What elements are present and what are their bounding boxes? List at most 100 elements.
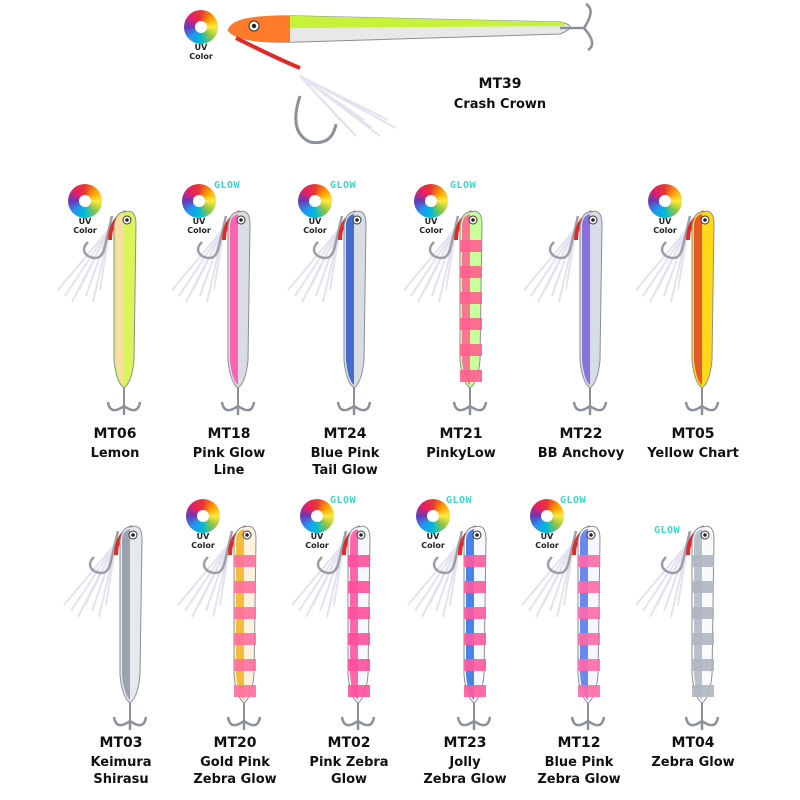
lure-item-mt24[interactable]: GLOW UV Color MT24 Blue Pink Tail Glow xyxy=(280,180,410,490)
color-wheel-icon xyxy=(530,499,564,533)
assist-hook-feather xyxy=(407,542,461,618)
zebra-stripe xyxy=(460,344,482,356)
product-code: MT05 xyxy=(671,426,715,442)
zebra-stripe xyxy=(460,318,482,330)
zebra-stripe xyxy=(234,581,256,593)
product-name: Lemon xyxy=(90,446,140,461)
product-name: Pink Zebra Glow xyxy=(309,755,389,787)
zebra-stripe xyxy=(578,659,600,671)
product-name: Keimura Shirasu xyxy=(90,755,152,787)
zebra-stripe xyxy=(464,633,486,645)
zebra-stripe xyxy=(464,581,486,593)
uv-color-label: UV Color xyxy=(191,532,215,550)
treble-hook xyxy=(220,401,256,416)
zebra-stripe xyxy=(348,685,370,697)
glow-badge: GLOW xyxy=(446,495,473,506)
lure-back-color xyxy=(228,15,565,29)
lure-pupil xyxy=(703,218,707,222)
horizontal-jig-lure-image xyxy=(227,2,594,145)
lure-pupil xyxy=(125,218,129,222)
vertical-jig-lure-image xyxy=(407,525,492,731)
product-name: Gold Pink Zebra Glow xyxy=(193,755,277,787)
glow-badge: GLOW xyxy=(330,180,357,191)
zebra-stripe xyxy=(460,292,482,304)
assist-hook-feather xyxy=(287,227,341,303)
zebra-stripe xyxy=(578,581,600,593)
uv-color-label: UV Color xyxy=(303,217,327,235)
lure-item-mt22[interactable]: MT22 BB Anchovy xyxy=(516,180,646,490)
vertical-jig-lure-image xyxy=(403,210,488,416)
color-wheel-icon xyxy=(414,184,448,218)
assist-hook xyxy=(294,95,338,145)
zebra-stripe xyxy=(460,240,482,252)
assist-hook-feather xyxy=(291,542,345,618)
product-code: MT12 xyxy=(557,735,601,751)
lure-back-color xyxy=(122,529,130,700)
lure-item-mt23[interactable]: GLOW UV Color MT23 Jolly Zebra Glow xyxy=(400,495,530,800)
assist-hook-feather xyxy=(403,227,457,303)
zebra-stripe xyxy=(234,633,256,645)
vertical-jig-lure-image xyxy=(291,525,376,731)
vertical-jig-lure-image xyxy=(57,210,142,416)
assist-hook-feather xyxy=(523,227,577,303)
glow-badge: GLOW xyxy=(450,180,477,191)
assist-hook xyxy=(202,530,234,575)
vertical-jig-lure-image xyxy=(523,210,608,416)
zebra-stripe xyxy=(234,607,256,619)
product-name: Crash Crown xyxy=(453,97,547,112)
product-code: MT21 xyxy=(439,426,483,442)
zebra-stripe xyxy=(460,266,482,278)
lure-item-mt20[interactable]: UV Color MT20 Gold Pink Zebra Glow xyxy=(170,495,300,800)
product-name: Yellow Chart xyxy=(647,446,739,461)
lure-item-mt04[interactable]: GLOW MT04 Zebra Glow xyxy=(628,495,758,800)
product-name: Blue Pink Tail Glow xyxy=(310,446,380,478)
lure-back-color xyxy=(116,214,124,385)
lure-item-mt12[interactable]: GLOW UV Color MT12 Blue Pink Zebra Glow xyxy=(514,495,644,800)
assist-hook xyxy=(196,215,228,260)
product-name: Blue Pink Zebra Glow xyxy=(537,755,621,787)
zebra-stripe xyxy=(692,555,714,567)
product-name: PinkyLow xyxy=(426,446,496,461)
zebra-stripe xyxy=(464,659,486,671)
product-code: MT03 xyxy=(99,735,143,751)
lure-pupil xyxy=(131,533,135,537)
uv-color-label: UV Color xyxy=(421,532,445,550)
product-code: MT22 xyxy=(559,426,603,442)
product-code: MT20 xyxy=(213,735,257,751)
zebra-stripe xyxy=(464,685,486,697)
lure-pupil xyxy=(475,533,479,537)
lure-item-mt18[interactable]: GLOW UV Color MT18 Pink Glow Line xyxy=(164,180,294,490)
lure-item-mt06[interactable]: UV Color MT06 Lemon xyxy=(50,180,180,490)
lure-item-mt03[interactable]: MT03 Keimura Shirasu xyxy=(56,495,186,800)
product-code: MT04 xyxy=(671,735,715,751)
zebra-stripe xyxy=(348,633,370,645)
assist-hook xyxy=(316,530,348,575)
lure-item-mt21[interactable]: GLOW UV Color MT21 PinkyLow xyxy=(396,180,526,490)
assist-hook xyxy=(548,215,580,260)
zebra-stripe xyxy=(578,633,600,645)
lure-item-mt05[interactable]: UV Color MT05 Yellow Chart xyxy=(628,180,758,490)
zebra-stripe xyxy=(692,659,714,671)
assist-hook xyxy=(312,215,344,260)
zebra-stripe xyxy=(692,581,714,593)
lure-back-color xyxy=(694,214,702,385)
zebra-stripe xyxy=(578,685,600,697)
product-code: MT02 xyxy=(327,735,371,751)
lure-item-mt02[interactable]: GLOW UV Color MT02 Pink Zebra Glow xyxy=(284,495,414,800)
zebra-stripe xyxy=(692,633,714,645)
red-cord xyxy=(235,36,301,70)
lure-item-mt39[interactable]: UV Color MT39 Crash Crown xyxy=(0,0,800,160)
zebra-stripe xyxy=(692,607,714,619)
vertical-jig-lure-image xyxy=(63,525,148,731)
assist-hook xyxy=(428,215,460,260)
color-wheel-icon xyxy=(648,184,682,218)
color-wheel-icon xyxy=(298,184,332,218)
product-name: Zebra Glow xyxy=(651,755,735,770)
assist-hook xyxy=(432,530,464,575)
vertical-jig-lure-image xyxy=(635,525,720,731)
uv-color-label: UV Color xyxy=(73,217,97,235)
product-code: MT39 xyxy=(478,76,522,92)
lure-back-color xyxy=(346,214,354,385)
treble-hook xyxy=(112,716,148,731)
zebra-stripe xyxy=(464,607,486,619)
